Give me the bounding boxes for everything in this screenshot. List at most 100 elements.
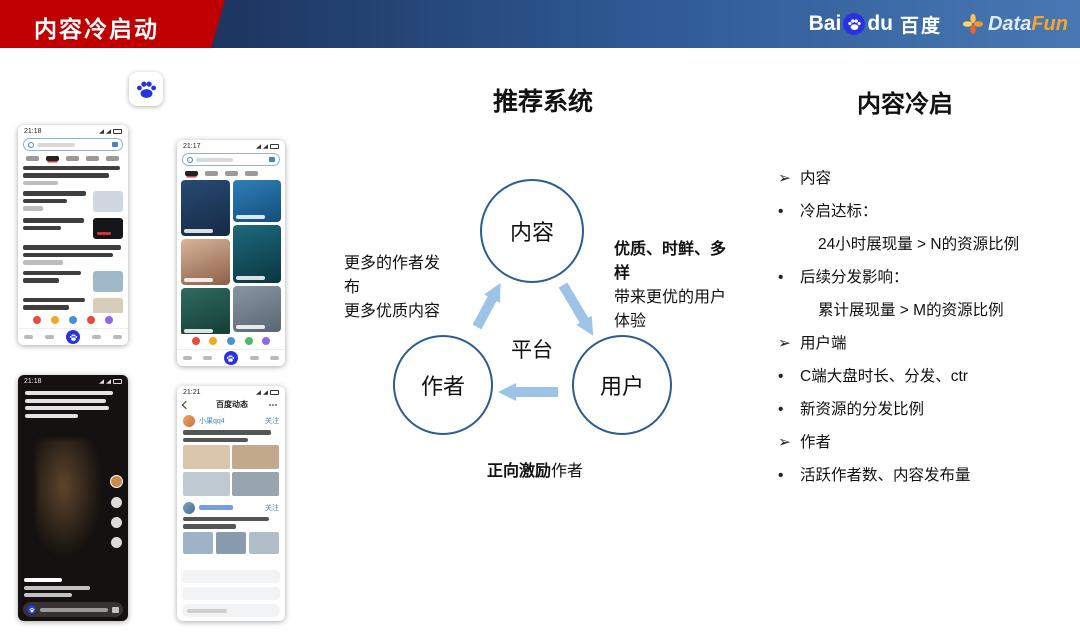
camera-icon [112,606,119,613]
tab [66,156,79,161]
quick-icons-row [177,334,285,348]
share-icon [111,537,122,548]
status-icons [99,379,122,384]
node-author: 作者 [393,335,493,435]
news-feed [18,163,128,322]
like-icon [111,497,122,508]
quick-icons-row [18,313,128,327]
list-item: •后续分发影响： [778,268,1072,288]
node-user-label: 用户 [599,374,644,399]
username: 小果qq4 [199,418,225,425]
image-card [232,285,281,332]
thumbnail-huawei-ad [93,218,123,239]
feed-tabs [177,168,285,178]
video-action-rail [110,475,123,548]
list-text: 冷启达标： [800,203,878,220]
feed-item [23,245,123,265]
image-card [181,238,230,285]
paw-icon [135,78,158,101]
back-icon [181,400,191,409]
status-bar: 21:18 [18,125,128,136]
note-more-authors: 更多的作者发布 更多优质内容 [344,252,448,324]
status-bar: 21:17 [177,140,285,151]
list-item: •活跃作者数、内容发布量 [778,466,1072,486]
list-item: ➢用户端 [778,334,1072,354]
list-marker: • [778,467,784,484]
note-line: 更多优质内容 [344,303,441,320]
feed-item [23,218,123,239]
list-marker: ➢ [778,170,791,187]
datafun-pinwheel-icon [962,13,984,35]
list-marker: • [778,269,784,286]
uploader-avatar [110,475,123,488]
diagram-title: 推荐系统 [492,88,593,116]
list-marker: • [778,203,784,220]
cold-start-panel: 内容冷启 ➢内容 •冷启达标： 24小时展现量 > N的资源比例 •后续分发影响… [772,84,1072,499]
slide-title: 内容冷启动 [34,16,159,42]
arrow-content-to-user [558,282,594,336]
status-time: 21:17 [183,143,201,150]
follow-button: 关注 [265,504,279,512]
list-item: 累计展现量 > M的资源比例 [778,301,1072,321]
more-icon [275,403,277,406]
image-card-grid [177,178,285,338]
list-item: •新资源的分发比例 [778,400,1072,420]
avatar [183,501,195,514]
bottom-nav [18,328,128,345]
note-text: 带来更优的用户体验 [614,289,727,330]
list-text: 累计展现量 > M的资源比例 [818,302,1004,319]
list-item: 24小时展现量 > N的资源比例 [778,235,1072,255]
status-icons [99,129,122,134]
avatar [183,415,195,427]
list-item: ➢内容 [778,169,1072,189]
node-author-label: 作者 [420,374,465,399]
feed-tabs [18,153,128,163]
signal-icon [99,129,104,134]
image-card [232,179,281,222]
list-marker: • [778,368,784,385]
battery-icon [113,129,122,134]
post: 小果qq4 关注 [177,413,285,500]
status-time: 21:18 [24,378,42,385]
list-item: • 冷启达标： [778,202,1072,222]
comment-icon [111,517,122,528]
node-content-label: 内容 [509,220,554,245]
baidu-paw-button [223,351,238,365]
image-card [232,224,281,283]
tab [86,156,99,161]
page-title: 百度动态 [216,400,248,409]
node-content: 内容 [480,179,584,283]
video-frame-car-interior [35,438,102,558]
baidu-app-icon [129,72,163,106]
image-card [181,287,230,336]
datafun-logo-fun: Fun [1031,12,1068,35]
list-text: 作者 [800,434,832,451]
post: 关注 [177,500,285,558]
platform-label: 平台 [511,339,553,362]
search-icon [28,141,34,148]
tab [106,156,119,161]
comment-card [182,587,280,600]
video-caption-lines [18,386,128,423]
photo-row [183,531,279,554]
list-item: •C端大盘时长、分发、ctr [778,367,1072,387]
baidu-logo-bai: Bai [808,12,842,35]
note-quality-content: 优质、时鲜、多样 带来更优的用户体验 [614,238,734,334]
bottom-nav [177,349,285,366]
baidu-paw-icon [27,605,36,614]
list-marker: ➢ [778,434,791,451]
arrow-author-to-content [472,282,501,330]
baidu-paw-button [66,330,80,344]
baidu-paw-icon [843,13,866,35]
tab-active [46,156,59,161]
camera-icon [269,157,275,162]
tab [26,156,39,161]
note-incentive-authors: 正向激励作者 [440,460,630,484]
search-icon [187,156,193,163]
phone-screenshot-discover: 21:17 [177,140,285,366]
thumbnail [93,191,123,212]
note-bold: 正向激励 [486,463,551,480]
list-item: ➢ 作者 [778,433,1072,453]
comment-input [182,604,280,617]
